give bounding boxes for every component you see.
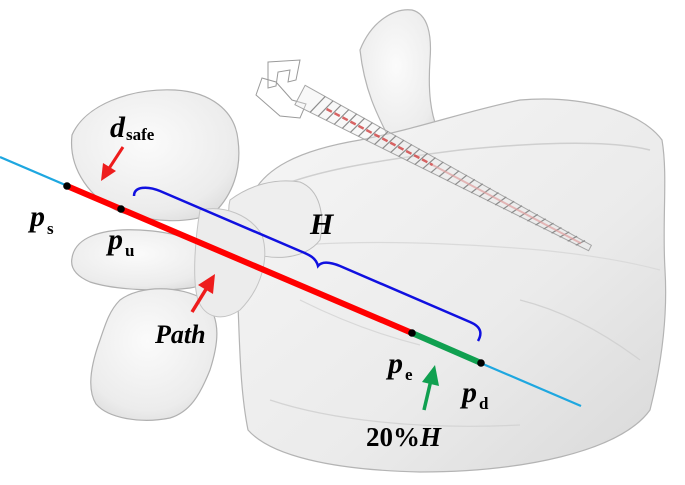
point-ps — [63, 182, 71, 190]
label-20pct-h: 20%H — [366, 422, 442, 452]
point-pe — [408, 329, 416, 337]
label-path: Path — [154, 320, 206, 349]
point-pd — [477, 359, 485, 367]
point-pu — [117, 205, 125, 213]
label-h: H — [309, 208, 335, 241]
